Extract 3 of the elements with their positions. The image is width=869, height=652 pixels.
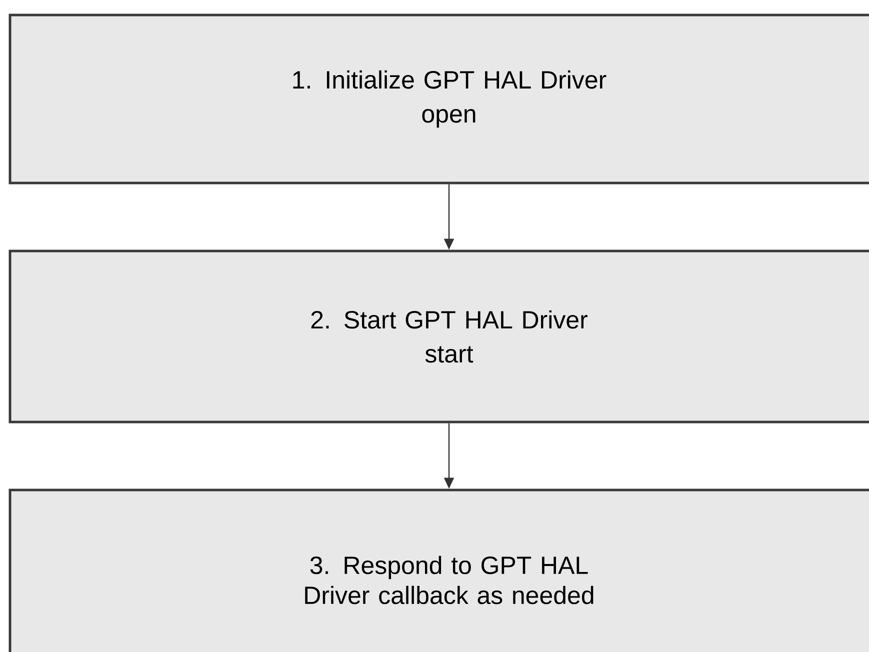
process-box: 1. Initialize GPT HAL Driver open	[8, 14, 869, 184]
process-box: 2. Start GPT HAL Driver start	[8, 250, 869, 424]
process-box: 3. Respond to GPT HAL Driver callback as needed	[8, 488, 869, 652]
